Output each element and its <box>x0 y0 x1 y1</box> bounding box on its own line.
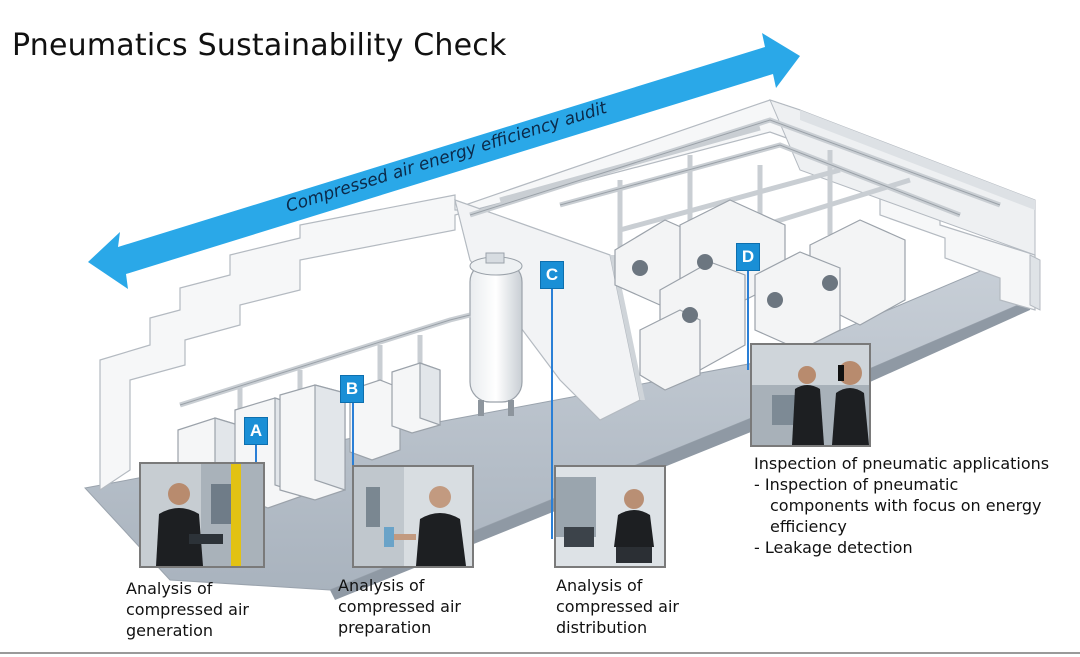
machines <box>614 199 906 391</box>
air-tank <box>469 252 523 416</box>
photo-distribution <box>554 465 666 568</box>
marker-b: B <box>341 376 363 402</box>
marker-c-line <box>551 289 553 539</box>
photo-generation <box>139 462 265 568</box>
bottom-divider <box>0 652 1080 654</box>
marker-d-line <box>747 270 749 370</box>
caption-inspection: Inspection of pneumatic applications - I… <box>754 454 1050 557</box>
page-title: Pneumatics Sustainability Check <box>12 28 507 63</box>
back-wall <box>99 99 1036 492</box>
caption-preparation: Analysis of compressed air preparation <box>338 576 461 637</box>
audit-arrow <box>88 33 800 289</box>
caption-distribution: Analysis of compressed air distribution <box>556 576 679 637</box>
photo-preparation <box>352 465 474 568</box>
marker-a: A <box>245 418 267 444</box>
marker-c: C <box>541 262 563 288</box>
caption-generation: Analysis of compressed air generation <box>126 579 249 640</box>
caption-inspection-heading: Inspection of pneumatic applications <box>754 454 1050 473</box>
photo-inspection <box>750 343 871 447</box>
marker-d: D <box>737 244 759 270</box>
